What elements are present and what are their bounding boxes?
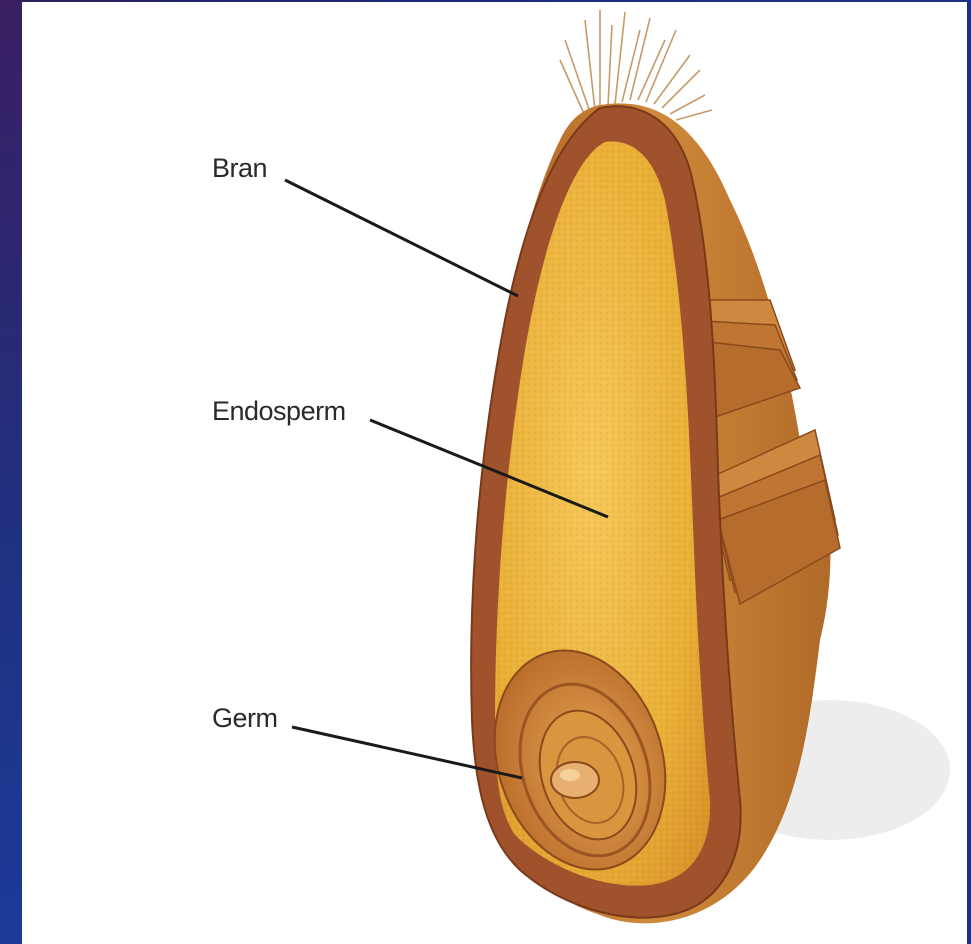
endosperm-label: Endosperm	[212, 396, 346, 427]
bran-leader-line	[285, 180, 518, 296]
germ-label: Germ	[212, 703, 278, 734]
kernel-brush-hairs	[560, 10, 712, 120]
bran-label: Bran	[212, 153, 267, 184]
